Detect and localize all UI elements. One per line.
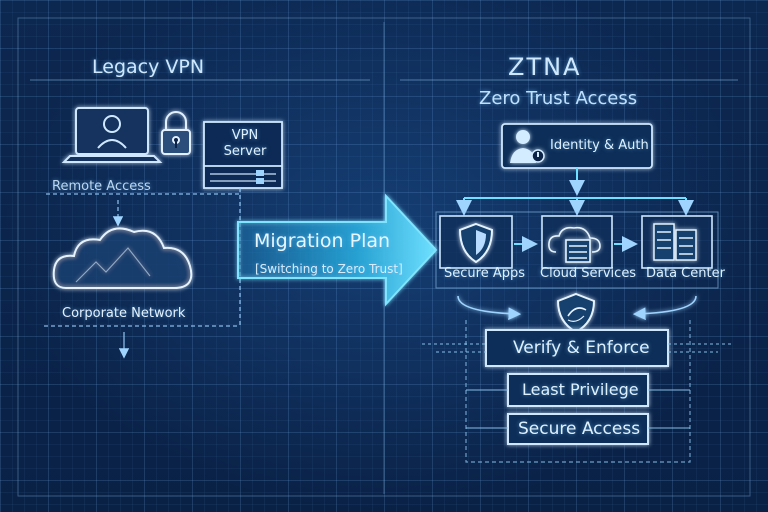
migration-plan-label: Migration Plan [254,230,391,252]
services-container [435,211,719,289]
identity-auth-label: Identity & Auth [550,138,649,153]
corporate-network-label: Corporate Network [62,306,186,321]
migration-arrow [237,193,438,307]
ztna-connectors [456,168,694,252]
least-privilege-label: Least Privilege [522,380,639,399]
enforce-shield-icon [457,292,697,334]
migration-plan-subtitle: [Switching to Zero Trust] [255,262,403,276]
user-shield-icon [510,130,545,163]
vpn-server-icon [203,121,283,189]
laptop-icon [61,107,163,163]
frame-lines [17,17,751,497]
data-center-label: Data Center [646,266,725,281]
ztna-title: ZTNA [508,53,582,81]
padlock-icon [161,111,191,155]
server-rack-icon [653,223,697,261]
verify-box [485,329,669,367]
zero-trust-subtitle: Zero Trust Access [479,88,638,109]
secure-apps-label: Secure Apps [444,266,525,281]
secure-access-label: Secure Access [518,419,641,439]
legacy-connectors [44,188,241,359]
verify-enforce-label: Verify & Enforce [513,338,650,358]
cloud-icon [52,227,193,289]
legacy-vpn-title: Legacy VPN [92,56,205,78]
remote-access-label: Remote Access [52,179,151,194]
vpn-server-label: VPN Server [223,128,267,159]
policy-side-lines [422,320,734,463]
secure-access-box [507,413,649,445]
cloud-server-icon [548,226,601,263]
policy-boxes [485,329,669,445]
shield-icon [458,222,494,264]
cloud-services-label: Cloud Services [540,266,637,281]
